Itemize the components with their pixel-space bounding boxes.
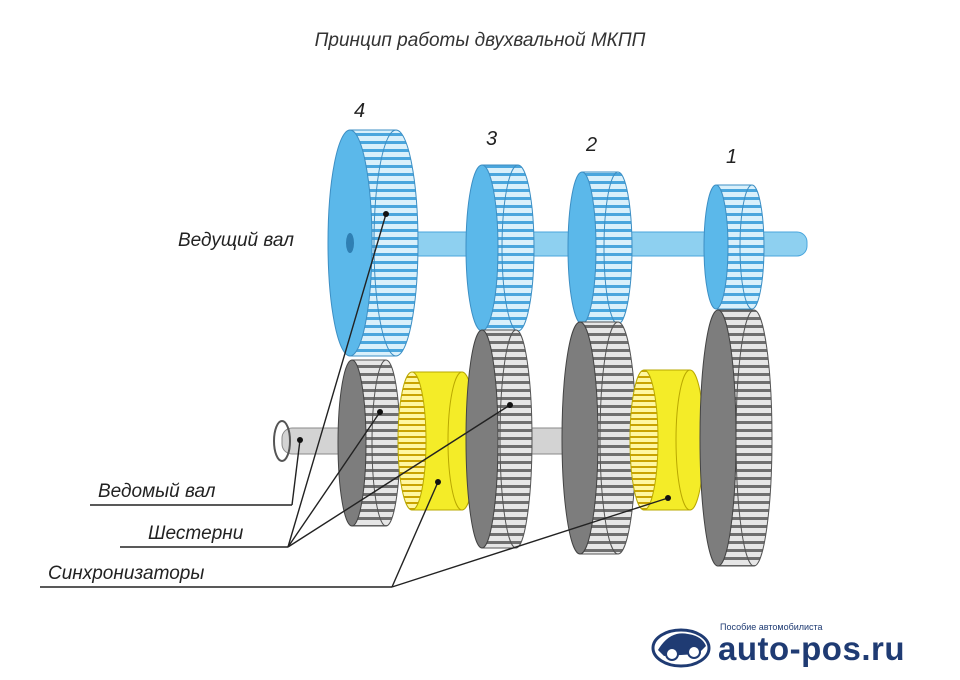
gear-number-3: 3 xyxy=(486,128,498,150)
gear-number-2: 2 xyxy=(586,134,598,156)
label-drive-shaft: Ведущий вал xyxy=(178,230,294,251)
brand-name[interactable]: auto-pos.ru xyxy=(718,630,905,667)
brand-tagline: Пособие автомобилиста xyxy=(720,622,823,632)
label-synchronizers: Синхронизаторы xyxy=(48,563,205,584)
gear-number-1: 1 xyxy=(726,146,738,168)
driven-gear-4 xyxy=(337,359,401,527)
synchronizer-3-4 xyxy=(397,371,477,511)
drive-gear-2 xyxy=(567,171,633,325)
driven-gear-2 xyxy=(561,321,637,555)
leader-dots xyxy=(297,211,671,501)
car-wheel-logo-icon xyxy=(651,628,711,668)
gear-number-4: 4 xyxy=(354,100,366,122)
label-gears: Шестерни xyxy=(148,523,244,544)
drive-gear-4 xyxy=(327,129,419,357)
synchronizer-1-2 xyxy=(629,369,705,511)
driven-shaft-end xyxy=(273,420,291,462)
driven-gear-3 xyxy=(465,329,533,549)
label-driven-shaft: Ведомый вал xyxy=(98,481,216,502)
diagram-title: Принцип работы двухвальной МКПП xyxy=(314,30,646,51)
driven-gear-1 xyxy=(699,309,773,567)
leader-lines xyxy=(40,213,669,588)
drive-gear-3 xyxy=(465,164,535,332)
drive-gear-1 xyxy=(703,184,765,310)
brand-block: Пособие автомобилиста auto-pos.ru xyxy=(650,618,950,670)
